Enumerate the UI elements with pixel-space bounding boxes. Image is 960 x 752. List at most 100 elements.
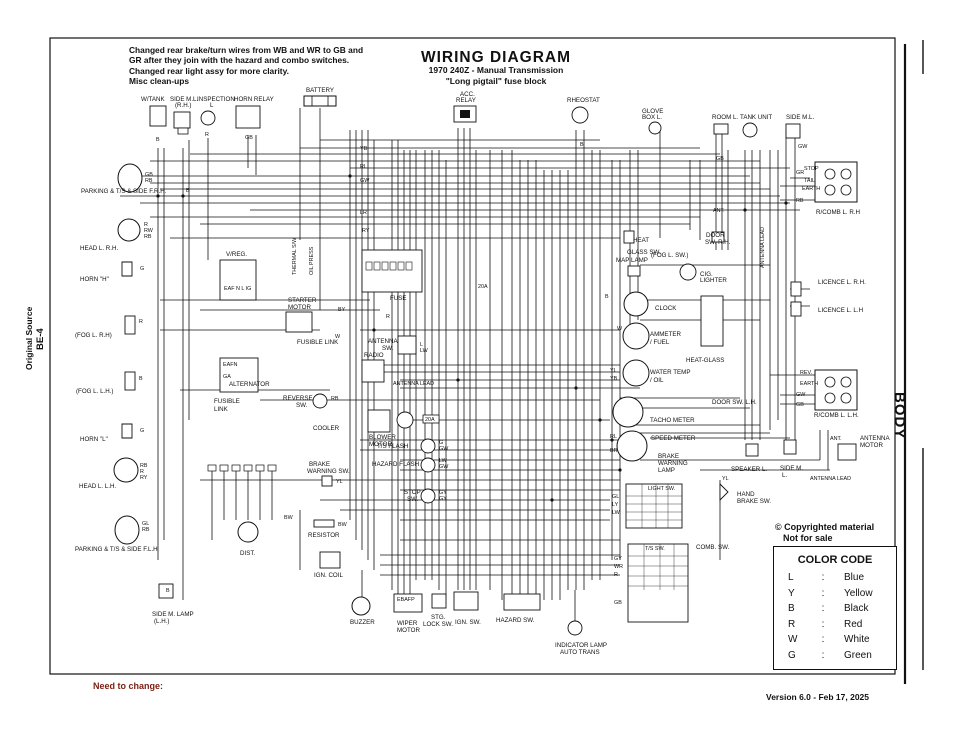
svg-text:SW.: SW. [296, 402, 308, 409]
svg-text:SPEED METER: SPEED METER [651, 435, 696, 442]
component-tank-unit: TANK UNIT [740, 114, 772, 138]
svg-text:LW: LW [612, 510, 621, 516]
svg-text:GW: GW [439, 446, 449, 452]
component-ignition-coil: IGN. COIL [314, 551, 343, 579]
svg-text:GY: GY [439, 490, 447, 496]
label-antenna-lead-vertical: ANTENNA LEAD ANT. [713, 208, 766, 268]
svg-text:CLOCK: CLOCK [655, 305, 677, 312]
svg-text:LAMP: LAMP [658, 467, 675, 474]
copyright-notice: © Copyrighted material Not for sale [775, 522, 874, 544]
svg-text:ANTENNA LEAD: ANTENNA LEAD [810, 476, 851, 482]
component-ammeter-fuel: AMMETER / FUEL [622, 322, 681, 350]
component-speaker: SPEAKER L. [731, 443, 767, 473]
svg-text:RHEOSTAT: RHEOSTAT [567, 97, 600, 104]
component-fog-lamp-rh: R (FOG L. R.H) [75, 315, 143, 339]
component-alternator: EAFN GA ALTERNATOR FUSIBLE LINK [214, 357, 270, 413]
svg-text:(L.H.): (L.H.) [154, 618, 169, 625]
legend-color-name: Green [844, 649, 872, 661]
component-ts-flash: T/S FLASH G GW [377, 438, 449, 454]
svg-text:REVERSE: REVERSE [283, 395, 313, 402]
component-antenna-motor: ANT. ANTENNA MOTOR ANTENNA LEAD [810, 435, 890, 482]
svg-text:SW.: SW. [382, 345, 394, 352]
svg-text:RESISTOR: RESISTOR [308, 532, 340, 539]
svg-text:SW. R.H.: SW. R.H. [705, 239, 731, 246]
svg-text:TANK UNIT: TANK UNIT [740, 114, 772, 121]
wire-verticals [157, 108, 829, 625]
svg-text:BLOWER: BLOWER [369, 434, 396, 441]
svg-text:IGN. SW.: IGN. SW. [455, 619, 481, 626]
svg-text:HORN "H": HORN "H" [80, 276, 109, 283]
copyright-line: © Copyrighted material [775, 522, 875, 532]
legend-color-name: Black [844, 603, 869, 615]
svg-text:HEAT-GLASS: HEAT-GLASS [686, 357, 724, 364]
revision-note-line: Changed rear brake/turn wires from WB an… [129, 45, 364, 55]
svg-text:G: G [140, 428, 144, 434]
svg-text:SIDE M.L.: SIDE M.L. [170, 96, 198, 103]
svg-text:AUTO TRANS: AUTO TRANS [560, 649, 600, 656]
svg-text:MOTOR: MOTOR [288, 304, 311, 311]
svg-text:STOP: STOP [804, 166, 819, 172]
svg-text:LOCK SW.: LOCK SW. [423, 621, 453, 628]
svg-text:YB: YB [360, 146, 368, 152]
legend-color-name: Yellow [844, 587, 873, 599]
svg-text:MOTOR: MOTOR [860, 442, 883, 449]
svg-text:V/REG.: V/REG. [226, 251, 247, 258]
svg-text:GW: GW [796, 392, 806, 398]
legend-row: R:Red [774, 617, 896, 633]
need-to-change-label: Need to change: [93, 681, 164, 691]
legend-row: W:White [774, 632, 896, 648]
svg-text:BR: BR [610, 448, 618, 454]
svg-text:GL: GL [612, 494, 619, 500]
svg-text:B: B [186, 188, 190, 194]
component-water-temp-oil: WATER TEMP / OIL [622, 359, 690, 387]
svg-text:LW: LW [439, 458, 448, 464]
component-parking-lamp-lh: GL RB PARKING & T/S & SIDE F.L.H [75, 515, 158, 553]
svg-text:ANTENNA LEAD: ANTENNA LEAD [393, 381, 434, 387]
svg-text:OIL PRESS: OIL PRESS [309, 246, 315, 275]
component-brake-warning-switch: BRAKE WARNING SW. YL [307, 461, 350, 487]
svg-text:W/TANK: W/TANK [141, 96, 165, 103]
legend-code: L [788, 572, 794, 584]
svg-text:RB: RB [331, 396, 339, 402]
svg-text:20A: 20A [478, 284, 488, 290]
svg-text:LIGHT SW.: LIGHT SW. [648, 486, 675, 492]
component-combination-switch: T/S SW. COMB. SW. [627, 543, 730, 623]
svg-text:HEAD L. L.H.: HEAD L. L.H. [79, 483, 116, 490]
svg-text:R: R [144, 222, 148, 228]
svg-text:T/S SW.: T/S SW. [645, 546, 665, 552]
diagram-title: WIRING DIAGRAM [421, 49, 571, 66]
svg-text:INSPECTION: INSPECTION [197, 96, 235, 103]
svg-text:IGN. COIL: IGN. COIL [314, 572, 343, 579]
svg-text:R: R [140, 469, 144, 475]
legend-row: G:Green [774, 648, 896, 664]
svg-text:HEAD L. R.H.: HEAD L. R.H. [80, 245, 118, 252]
component-buzzer: BUZZER [350, 596, 375, 626]
legend-separator: : [821, 649, 825, 661]
svg-text:/ FUEL: / FUEL [650, 339, 670, 346]
svg-text:L.: L. [782, 472, 787, 479]
svg-text:MOTOR: MOTOR [397, 627, 420, 634]
svg-text:STOP: STOP [404, 489, 421, 496]
component-distributor: DIST. [207, 464, 277, 557]
svg-text:CIG.: CIG. [700, 271, 713, 278]
svg-text:WATER TEMP: WATER TEMP [650, 369, 690, 376]
component-room-lamp: ROOM L. [712, 114, 738, 135]
svg-text:R: R [139, 319, 143, 325]
section-tab-body: BODY [891, 392, 908, 440]
svg-text:RB: RB [144, 234, 152, 240]
component-voltage-regulator: V/REG. EAF N L IG [219, 251, 257, 301]
svg-text:BRAKE: BRAKE [309, 461, 330, 468]
component-inspection-lamp: INSPECTION L R [197, 96, 235, 138]
svg-text:GR: GR [796, 170, 804, 176]
svg-text:RB: RB [140, 463, 148, 469]
component-horn-high: G HORN "H" [80, 261, 144, 283]
legend-separator: : [821, 634, 825, 646]
svg-text:RADIO: RADIO [364, 352, 384, 359]
component-head-lamp-lh: RB R RY HEAD L. L.H. [79, 457, 148, 490]
svg-text:ANT.: ANT. [830, 436, 842, 442]
revision-note-line: Changed rear light assy for more clarity… [129, 65, 289, 76]
legend-title: COLOR CODE [797, 554, 873, 566]
svg-text:SW.: SW. [407, 496, 419, 503]
svg-text:LIGHTER: LIGHTER [700, 277, 727, 284]
svg-text:EAFN: EAFN [223, 362, 237, 368]
